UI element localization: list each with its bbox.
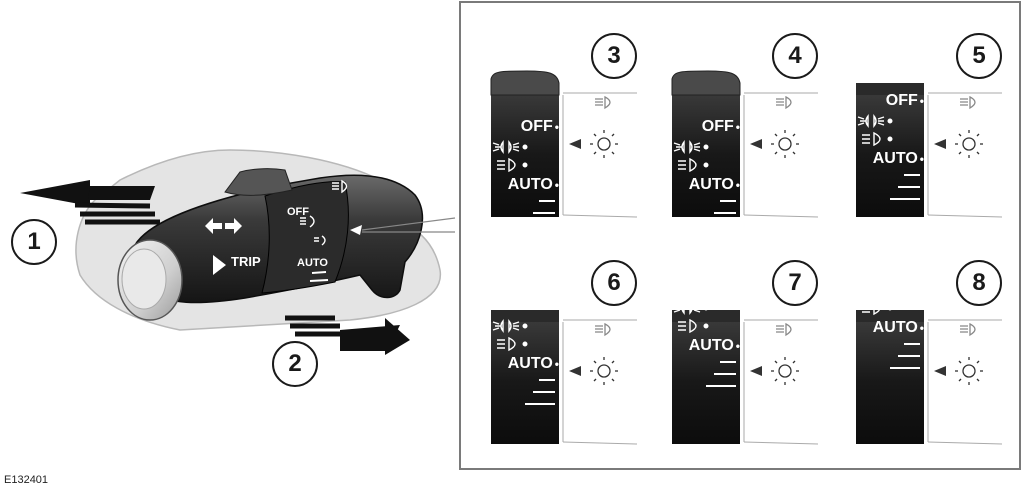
position-6: OFFAUTO6 (487, 260, 647, 445)
auto-sensor-icon (590, 130, 618, 158)
marker-pointer-icon (934, 139, 946, 149)
callout-3: 3 (591, 33, 637, 79)
position-8: OFFAUTO8 (852, 260, 1012, 445)
lever-off-label: OFF (287, 206, 309, 218)
marker-pointer-icon (934, 366, 946, 376)
lever-trip-label: TRIP (231, 254, 261, 269)
callout-8: 8 (956, 260, 1002, 306)
headlamp-icon (776, 95, 792, 110)
switch-position-drawing (672, 310, 819, 445)
callout-7: 7 (772, 260, 818, 306)
callout-5: 5 (956, 33, 1002, 79)
callout-6: 6 (591, 260, 637, 306)
callout-1: 1 (11, 219, 57, 265)
switch-position-drawing (671, 70, 819, 218)
position-7: OFFAUTO7 (668, 260, 828, 445)
position-3: OFFAUTO3 (487, 33, 647, 218)
auto-sensor-icon (590, 357, 618, 385)
headlamp-icon (960, 95, 976, 110)
light-switch-stalk-illustration (20, 149, 456, 355)
position-5: OFFAUTO5 (852, 33, 1012, 218)
figure-reference: E132401 (4, 474, 49, 486)
callout-2: 2 (272, 341, 318, 387)
marker-pointer-icon (750, 366, 762, 376)
switch-position-drawing (490, 70, 638, 218)
switch-position-drawing (856, 310, 1003, 445)
callout-4: 4 (772, 33, 818, 79)
auto-sensor-icon (771, 357, 799, 385)
marker-pointer-icon (750, 139, 762, 149)
lever-auto-label: AUTO (297, 257, 328, 269)
position-4: OFFAUTO4 (668, 33, 828, 218)
headlamp-icon (960, 322, 976, 337)
auto-sensor-icon (955, 357, 983, 385)
switch-position-drawing (856, 83, 1003, 218)
auto-sensor-icon (771, 130, 799, 158)
headlamp-icon (595, 95, 611, 110)
marker-pointer-icon (569, 366, 581, 376)
arrow-pull-icon (20, 180, 160, 225)
headlamp-icon (595, 322, 611, 337)
arrow-push-icon (285, 315, 410, 355)
marker-pointer-icon (569, 139, 581, 149)
headlamp-icon (776, 322, 792, 337)
auto-sensor-icon (955, 130, 983, 158)
